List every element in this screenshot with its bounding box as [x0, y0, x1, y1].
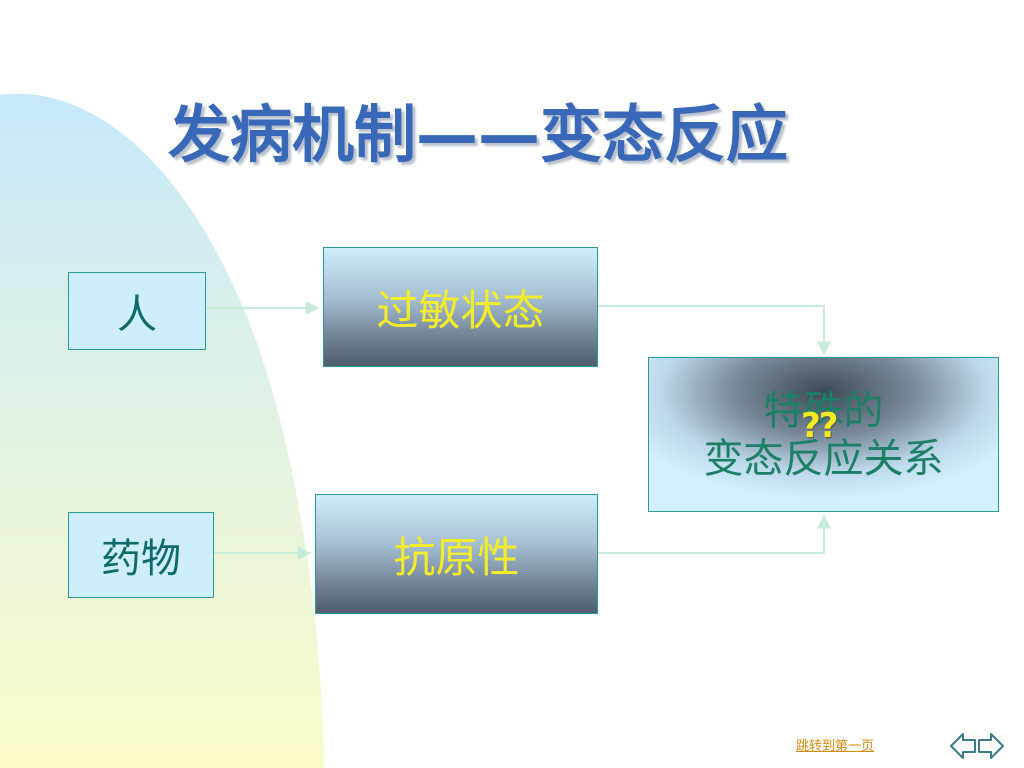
arrow-right-outline-icon[interactable]	[978, 731, 1004, 761]
question-marks: ??	[801, 406, 838, 446]
node-drug-label: 药物	[101, 536, 181, 582]
node-allergic-state: 过敏状态	[323, 247, 598, 367]
arrow-allergic-to-result	[598, 305, 831, 356]
node-drug: 药物	[68, 512, 214, 598]
node-antigenicity-label: 抗原性	[393, 532, 520, 582]
node-person-label: 人	[117, 292, 157, 338]
node-result-line2: 变态反应关系	[703, 435, 944, 482]
node-antigenicity: 抗原性	[315, 494, 598, 614]
node-result-line1: 特殊的	[763, 387, 884, 434]
nav-arrows	[950, 731, 1004, 761]
jump-to-first-page-link[interactable]: 跳转到第一页	[796, 739, 875, 754]
node-allergic-state-label: 过敏状态	[376, 285, 545, 335]
arrow-left-outline-icon[interactable]	[950, 731, 976, 761]
node-result: 特殊的 变态反应关系 ??	[648, 357, 999, 512]
node-person: 人	[68, 272, 206, 350]
slide-title: 发病机制——变态反应	[168, 98, 789, 171]
arrow-antigenicity-to-result	[598, 514, 831, 554]
